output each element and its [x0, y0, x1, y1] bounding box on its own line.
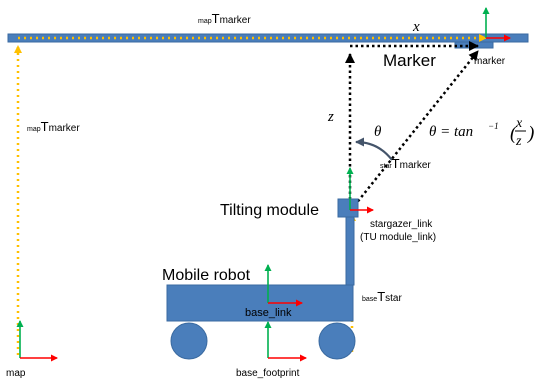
mobile-robot-body	[166, 284, 354, 322]
formula-exponent: −1	[488, 121, 499, 131]
right-wheel	[318, 322, 356, 360]
theta-label: θ	[374, 124, 382, 140]
formula-paren-open: (	[510, 123, 518, 144]
tilting-module-head	[337, 198, 359, 218]
star-marker-transform: starTmarker	[380, 156, 431, 171]
map-marker-left-sup: map	[27, 126, 41, 133]
left-wheel	[170, 322, 208, 360]
base-star-sup: base	[362, 296, 377, 303]
marker-title: Marker	[383, 51, 436, 70]
base-footprint-label: base_footprint	[236, 368, 300, 379]
stargazer-link-label: stargazer_link	[370, 219, 433, 230]
map-marker-transform-left: mapTmarker	[27, 119, 80, 134]
map-marker-top-sub: marker	[220, 15, 252, 26]
star-marker-main: T	[392, 156, 400, 171]
star-marker-sup: star	[380, 163, 392, 170]
map-frame-label: map	[6, 368, 26, 379]
tilting-module-title: Tilting module	[220, 202, 319, 219]
marker-frame-label: marker	[474, 56, 506, 67]
base-star-main: T	[377, 289, 385, 304]
base-star-sub: star	[385, 293, 402, 304]
ceiling-bar	[7, 33, 529, 43]
formula-paren-close: )	[527, 123, 534, 144]
base-link-label: base_link	[245, 307, 292, 319]
star-marker-sub: marker	[400, 160, 432, 171]
base-star-transform: baseTstar	[362, 289, 402, 304]
theta-arc	[355, 137, 393, 161]
x-distance-label: x	[412, 19, 420, 35]
z-distance-label: z	[327, 109, 334, 125]
mobile-robot-title: Mobile robot	[162, 267, 251, 284]
map-marker-left-sub: marker	[49, 123, 81, 134]
map-marker-top-sup: map	[198, 18, 212, 25]
map-marker-top-main: T	[212, 11, 220, 26]
formula-lhs: θ = tan	[429, 124, 473, 140]
formula-denominator: z	[515, 134, 522, 149]
line-of-sight-arrow	[350, 50, 479, 211]
tilting-module-post	[345, 216, 355, 286]
map-marker-left-main: T	[41, 119, 49, 134]
formula-numerator: x	[515, 116, 523, 131]
map-marker-transform-top: mapTmarker	[198, 11, 251, 26]
tu-module-link-label: (TU module_link)	[360, 232, 436, 243]
angle-formula: θ = tan −1 ( x z )	[429, 116, 534, 149]
